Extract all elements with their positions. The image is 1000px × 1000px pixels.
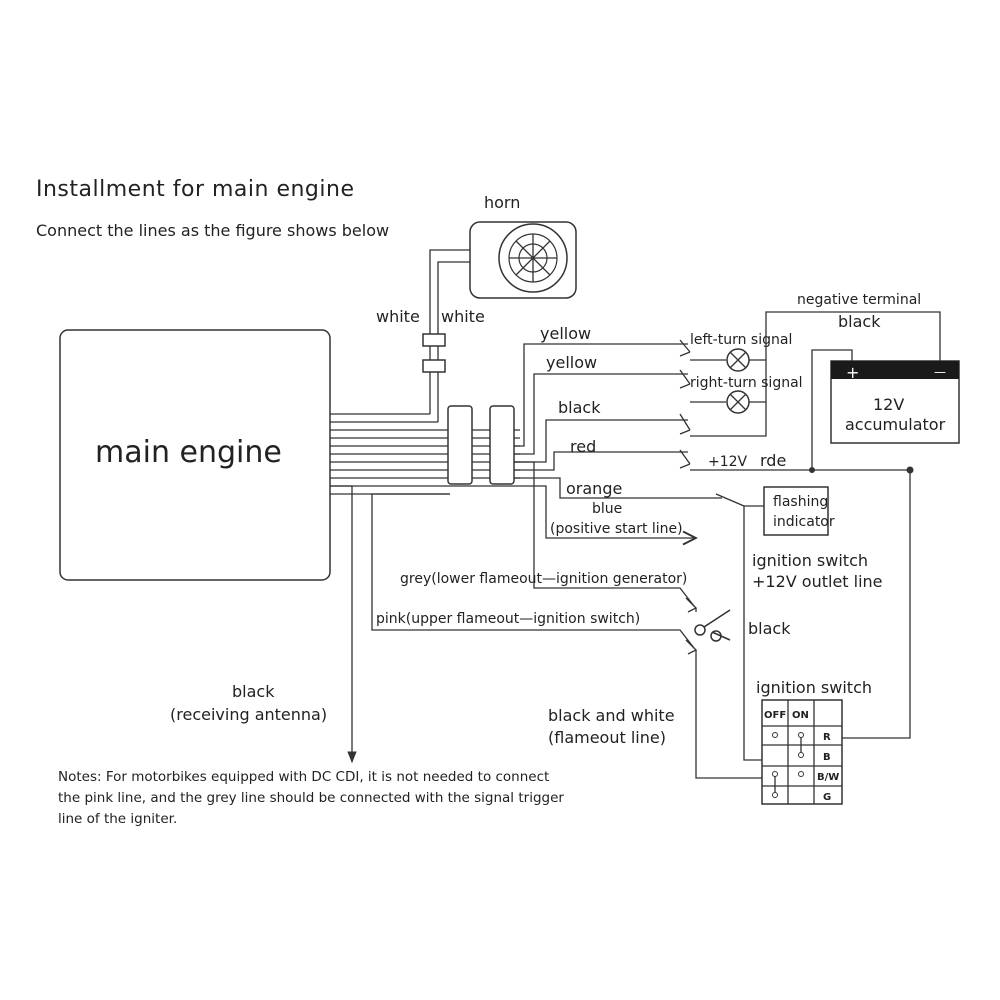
horn-unit: horn white white xyxy=(376,193,577,422)
battery-label: accumulator xyxy=(845,415,946,434)
wire-label-orange: orange xyxy=(566,479,622,498)
note-line-2: the pink line, and the grey line should … xyxy=(58,790,564,806)
ignition-off-header: OFF xyxy=(764,710,786,721)
installation-notes: Notes: For motorbikes equipped with DC C… xyxy=(58,769,564,827)
ignition-cut-point: ignition switch +12V outlet line black xyxy=(694,506,883,761)
wire-label-black: black xyxy=(558,398,601,417)
antenna-wire: black (receiving antenna) xyxy=(170,485,357,764)
wire-label-yellow-2: yellow xyxy=(546,353,597,372)
negative-terminal-wire-color: black xyxy=(838,312,881,331)
connector-2 xyxy=(489,405,515,485)
flameout-label-line2: (flameout line) xyxy=(548,728,666,747)
antenna-label-line1: black xyxy=(232,682,275,701)
battery-plus-terminal: + xyxy=(846,363,859,382)
wire-label-red: red xyxy=(570,437,596,456)
left-turn-signal-label: left-turn signal xyxy=(690,332,792,348)
main-engine-box xyxy=(59,329,331,581)
flameout-wire: black and white (flameout line) xyxy=(548,650,764,779)
horn-connector-top xyxy=(422,333,446,347)
scissors-icon xyxy=(694,609,731,642)
wire-label-grey: grey(lower flameout—ignition generator) xyxy=(400,571,687,587)
antenna-label-line2: (receiving antenna) xyxy=(170,705,327,724)
battery-unit: + — 12V accumulator negative terminal bl… xyxy=(765,292,960,470)
battery-terminal-strip xyxy=(831,361,959,379)
ignition-row-r: R xyxy=(823,732,831,743)
ignition-row-g: G xyxy=(823,792,831,803)
wire-label-plus12v: +12V xyxy=(708,454,748,470)
ignition-switch-grid xyxy=(761,699,843,805)
flashing-indicator-box xyxy=(763,486,829,536)
main-engine-label: main engine xyxy=(95,435,282,470)
page-subtitle: Connect the lines as the figure shows be… xyxy=(36,221,389,240)
wire-label-blue: blue xyxy=(592,501,622,517)
battery-feed-wire xyxy=(842,470,911,739)
flashing-indicator-line2: indicator xyxy=(773,514,835,530)
wire-label-pink: pink(upper flameout—ignition switch) xyxy=(376,611,640,627)
ignition-outlet-line2: +12V outlet line xyxy=(752,572,883,591)
wire-label-yellow-1: yellow xyxy=(540,324,591,343)
ignition-row-b: B xyxy=(823,752,831,763)
ignition-switch-label: ignition switch xyxy=(756,678,872,697)
connector-1 xyxy=(447,405,473,485)
battery-minus-terminal: — xyxy=(934,365,946,379)
note-line-1: Notes: For motorbikes equipped with DC C… xyxy=(58,769,549,785)
wire-label-white-left: white xyxy=(376,307,420,326)
red-wire: red +12V rde xyxy=(514,437,914,474)
note-line-3: line of the igniter. xyxy=(58,811,177,827)
right-turn-signal-label: right-turn signal xyxy=(690,375,803,391)
wire-label-positive-start: (positive start line) xyxy=(550,521,683,537)
orange-wire: flashing indicator orange xyxy=(514,477,835,536)
ignition-outlet-line1: ignition switch xyxy=(752,551,868,570)
flameout-label-line1: black and white xyxy=(548,706,675,725)
wire-label-rde: rde xyxy=(760,451,786,470)
flashing-indicator-line1: flashing xyxy=(773,494,828,510)
horn-label: horn xyxy=(484,193,520,212)
wire-label-white-right: white xyxy=(441,307,485,326)
black-after-cutter-label: black xyxy=(748,619,791,638)
ignition-row-bw: B/W xyxy=(817,772,839,783)
horn-connector-bottom xyxy=(422,359,446,373)
ignition-switch-table: ignition switch OFF ON R B B/W G xyxy=(756,678,872,805)
wire-harness xyxy=(330,405,520,495)
grey-wire: grey(lower flameout—ignition generator) xyxy=(400,461,698,613)
main-engine-unit: main engine xyxy=(59,329,331,581)
turn-signal-wiring: yellow yellow left-turn signal right-tur… xyxy=(514,324,803,455)
battery-voltage: 12V xyxy=(873,395,904,414)
blue-wire: blue (positive start line) xyxy=(450,485,696,538)
negative-terminal-label: negative terminal xyxy=(797,292,921,308)
page-title: Installment for main engine xyxy=(36,177,355,202)
ignition-on-header: ON xyxy=(792,710,809,721)
